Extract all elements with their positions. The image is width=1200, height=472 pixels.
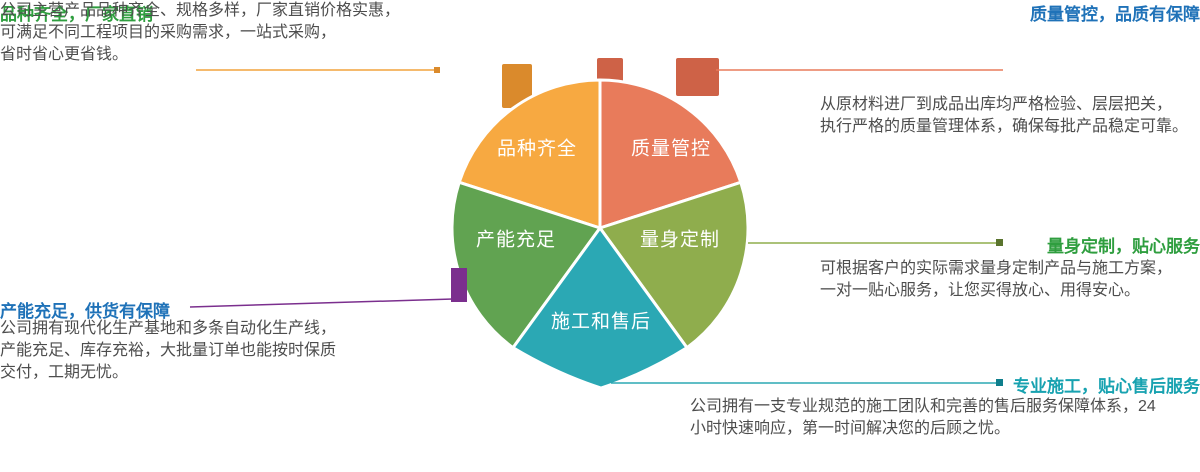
petal-service [511, 226, 689, 390]
callout-body-right: 可根据客户的实际需求量身定制产品与施工方案， 一对一贴心服务，让您买得放心、用得… [820, 260, 1173, 299]
petal-quality [598, 78, 743, 230]
petal-label-capacity: 产能充足 [475, 229, 557, 251]
callout-heading-top-left: 品种齐全，厂家直销 [0, 5, 153, 24]
callout-heading-top-right: 质量管控，品质有保障 [1030, 5, 1200, 24]
petal-label-custom: 量身定制 [639, 229, 721, 251]
callout-body-top-right: 从原材料进厂到成品出库均严格检验、层层把关， 执行严格的质量管理体系，确保每批产… [820, 96, 1189, 135]
petal-label-variety: 品种齐全 [496, 138, 578, 160]
leader-end-marker-top-left [434, 67, 440, 73]
leader-line-left [189, 298, 454, 308]
petal-variety [457, 78, 602, 230]
leader-end-marker-bottom [996, 379, 1003, 386]
callout-heading-left: 产能充足，供货有保障 [0, 302, 170, 321]
callout-body-bottom: 公司拥有一支专业规范的施工团队和完善的售后服务保障体系，24 小时快速响应，第一… [690, 398, 1156, 437]
petal-label-service: 施工和售后 [550, 311, 652, 333]
ribbon-tab-red-right [676, 58, 719, 96]
callout-heading-bottom: 专业施工，贴心售后服务 [1013, 377, 1200, 396]
purple-anchor-marker [451, 268, 467, 302]
petal-custom [598, 180, 750, 350]
leader-end-marker-right [996, 239, 1003, 246]
callout-heading-right: 量身定制，贴心服务 [1047, 237, 1200, 256]
callout-body-top-left: 公司主营产品品种齐全、规格多样，厂家直销价格实惠， 可满足不同工程项目的采购需求… [0, 2, 401, 63]
callout-body-left: 公司拥有现代化生产基地和多条自动化生产线， 产能充足、库存充裕，大批量订单也能按… [0, 320, 337, 381]
ribbon-tab-orange [502, 64, 532, 108]
petal-label-quality: 质量管控 [630, 138, 712, 160]
